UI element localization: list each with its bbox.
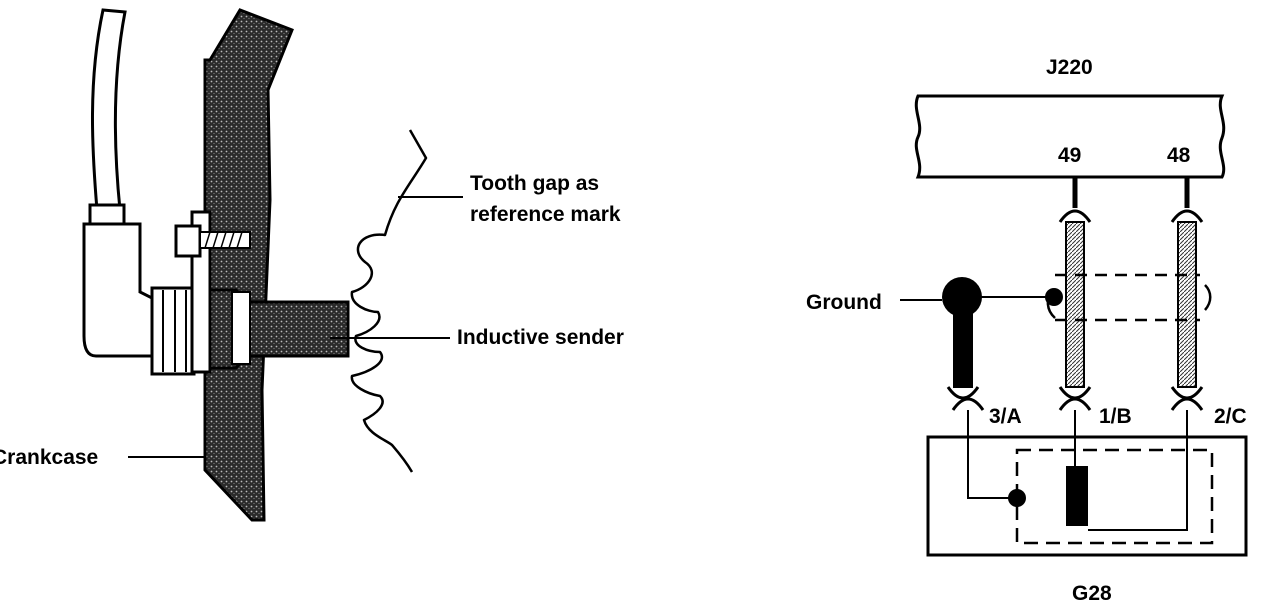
label-ground: Ground bbox=[806, 291, 882, 314]
wire-pin-48 bbox=[1177, 221, 1197, 388]
sensor-threaded-collar bbox=[150, 286, 196, 376]
cable-shielding bbox=[1055, 273, 1200, 322]
label-tooth-gap-line2: reference mark bbox=[470, 203, 621, 226]
label-pin-3a: 3/A bbox=[989, 405, 1022, 428]
wire-ground bbox=[953, 309, 973, 388]
sensor-coil bbox=[1066, 466, 1088, 526]
inductive-sender-probe bbox=[208, 288, 350, 370]
sensor-cable bbox=[90, 8, 127, 212]
label-pin-49: 49 bbox=[1058, 144, 1081, 167]
sensor-mounting-illustration: Tooth gap as reference mark Inductive se… bbox=[0, 8, 624, 522]
wire-pin-49 bbox=[1065, 221, 1085, 388]
label-pin-2c: 2/C bbox=[1214, 405, 1247, 428]
wiring-schematic: J220 49 48 Ground 3/A 1/B bbox=[806, 56, 1248, 604]
label-g28: G28 bbox=[1072, 582, 1112, 604]
sensor-internal-ground-junction bbox=[1008, 489, 1026, 507]
label-tooth-gap-line1: Tooth gap as bbox=[470, 172, 599, 195]
label-crankcase: Crankcase bbox=[0, 446, 98, 469]
sensor-plug-body bbox=[82, 222, 158, 358]
label-pin-48: 48 bbox=[1167, 144, 1191, 167]
label-inductive-sender: Inductive sender bbox=[457, 326, 624, 349]
toothed-wheel-edge bbox=[350, 129, 428, 473]
control-unit-j220-box bbox=[914, 94, 1226, 179]
crankcase-wall bbox=[203, 8, 294, 522]
cable-collar bbox=[88, 203, 126, 227]
mounting-bolt-head bbox=[174, 224, 202, 258]
label-pin-1b: 1/B bbox=[1099, 405, 1132, 428]
label-j220: J220 bbox=[1046, 56, 1093, 79]
